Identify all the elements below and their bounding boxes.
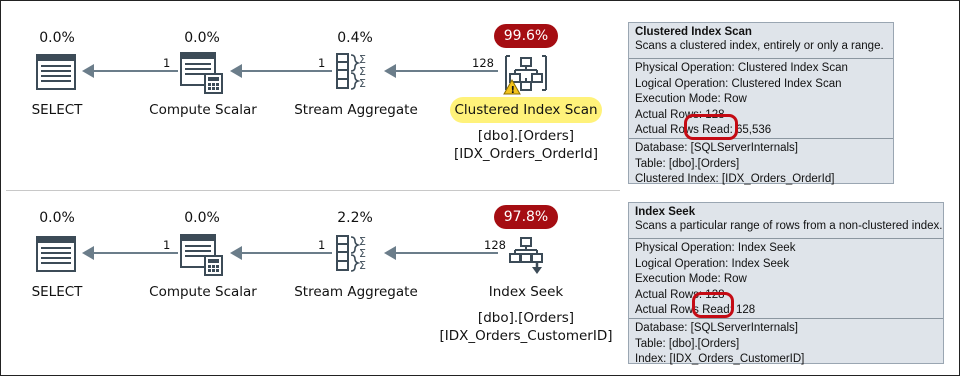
data-flow-arrow[interactable] [240, 70, 332, 72]
tooltip-title: Clustered Index Scan [635, 26, 752, 38]
svg-text:Σ: Σ [359, 259, 366, 272]
table-name: [dbo].[Orders] [477, 128, 575, 144]
compute-scalar-cost: 0.0% [184, 30, 220, 46]
arrow-head [82, 64, 94, 78]
compute-scalar-cost: 0.0% [184, 210, 220, 226]
arrow-head [230, 246, 242, 260]
index-name: [IDX_Orders_CustomerID] [439, 328, 613, 344]
data-flow-arrow[interactable] [394, 70, 498, 72]
index-info: Clustered Index: [IDX_Orders_OrderId] [635, 173, 835, 185]
arrow-head [384, 246, 396, 260]
row-count: 1 [318, 56, 326, 70]
tooltip-header: Clustered Index Scan Scans a clustered i… [629, 23, 893, 59]
table-info: Table: [dbo].[Orders] [635, 157, 740, 170]
stream-aggregate-label: Stream Aggregate [294, 284, 418, 300]
svg-text:!: ! [511, 85, 516, 96]
svg-text:Σ: Σ [359, 247, 366, 260]
data-flow-arrow[interactable] [240, 252, 332, 254]
tooltip-object-info: Database: [SQLServerInternals] Table: [d… [629, 139, 893, 188]
select-label: SELECT [31, 284, 83, 300]
index-info: Index: [IDX_Orders_CustomerID] [635, 353, 805, 365]
execution-mode: Execution Mode: Row [635, 273, 747, 285]
table-info: Table: [dbo].[Orders] [635, 337, 740, 350]
tooltip-title: Index Seek [635, 206, 696, 218]
data-flow-arrow[interactable] [92, 70, 178, 72]
clustered-index-scan-label: Clustered Index Scan [454, 102, 598, 118]
plan-divider [6, 190, 620, 191]
compute-scalar-icon[interactable] [180, 52, 224, 94]
logical-operation: Logical Operation: Clustered Index Scan [635, 77, 842, 90]
tooltip-description: Scans a clustered index, entirely or onl… [635, 39, 884, 52]
clustered-index-scan-cost-badge: 99.6% [494, 24, 558, 48]
actual-rows-read-value: 65,536 [736, 124, 772, 136]
physical-operation: Physical Operation: Index Seek [635, 242, 796, 254]
arrow-head [230, 64, 242, 78]
tooltip-object-info: Database: [SQLServerInternals] Table: [d… [629, 319, 943, 368]
table-name: [dbo].[Orders] [477, 310, 575, 326]
tooltip-header: Index Seek Scans a particular range of r… [629, 203, 943, 239]
index-seek-label: Index Seek [488, 284, 564, 300]
row-count: 1 [163, 56, 171, 70]
data-flow-arrow[interactable] [394, 252, 498, 254]
stream-aggregate-icon[interactable]: Σ Σ Σ [336, 52, 376, 90]
select-cost: 0.0% [39, 210, 75, 226]
arrow-head [82, 246, 94, 260]
index-seek-icon[interactable] [508, 236, 544, 276]
callout-highlight [692, 292, 734, 318]
actual-rows-read-label: Actual Rows Read: [635, 124, 733, 136]
svg-text:Σ: Σ [359, 77, 366, 90]
logical-operation: Logical Operation: Index Seek [635, 257, 790, 270]
data-flow-arrow[interactable] [92, 252, 178, 254]
row-count: 1 [318, 238, 326, 252]
execution-mode: Execution Mode: Row [635, 93, 747, 105]
actual-rows-read-value: 128 [736, 304, 756, 316]
actual-rows-read: Actual Rows Read: 65,536 [635, 123, 887, 139]
stream-aggregate-label: Stream Aggregate [294, 102, 418, 118]
select-cost: 0.0% [39, 30, 75, 46]
database-name: Database: [SQLServerInternals] [635, 322, 798, 334]
compute-scalar-icon[interactable] [180, 234, 224, 276]
svg-text:Σ: Σ [359, 65, 366, 78]
row-count: 128 [472, 56, 494, 70]
operator-tooltip: Index Seek Scans a particular range of r… [628, 202, 944, 365]
select-icon[interactable] [36, 236, 76, 272]
actual-rows: Actual Rows: 128 [635, 288, 725, 301]
row-count: 128 [484, 238, 506, 252]
tooltip-description: Scans a particular range of rows from a … [635, 219, 943, 232]
database-name: Database: [SQLServerInternals] [635, 142, 798, 154]
select-label: SELECT [31, 102, 83, 118]
stream-aggregate-cost: 2.2% [337, 210, 373, 226]
compute-scalar-label: Compute Scalar [149, 284, 257, 300]
stream-aggregate-icon[interactable]: Σ Σ Σ [336, 234, 376, 272]
clustered-index-scan-icon[interactable]: ! [502, 52, 550, 96]
actual-rows-read-label: Actual Rows Read: [635, 304, 733, 316]
callout-highlight [684, 114, 738, 140]
actual-rows: Actual Rows: 128 [635, 108, 725, 121]
operator-highlight [450, 97, 602, 123]
select-icon[interactable] [36, 54, 76, 90]
arrow-head [384, 64, 396, 78]
physical-operation: Physical Operation: Clustered Index Scan [635, 62, 848, 74]
row-count: 1 [163, 238, 171, 252]
actual-rows-read: Actual Rows Read: 128 [635, 303, 937, 319]
stream-aggregate-cost: 0.4% [337, 30, 373, 46]
index-seek-cost-badge: 97.8% [494, 205, 558, 229]
svg-text:Σ: Σ [359, 53, 366, 66]
tooltip-properties: Physical Operation: Index Seek Logical O… [629, 239, 943, 319]
index-name: [IDX_Orders_OrderId] [454, 146, 598, 162]
operator-tooltip: Clustered Index Scan Scans a clustered i… [628, 22, 894, 185]
compute-scalar-label: Compute Scalar [149, 102, 257, 118]
tooltip-properties: Physical Operation: Clustered Index Scan… [629, 59, 893, 139]
svg-text:Σ: Σ [359, 235, 366, 248]
